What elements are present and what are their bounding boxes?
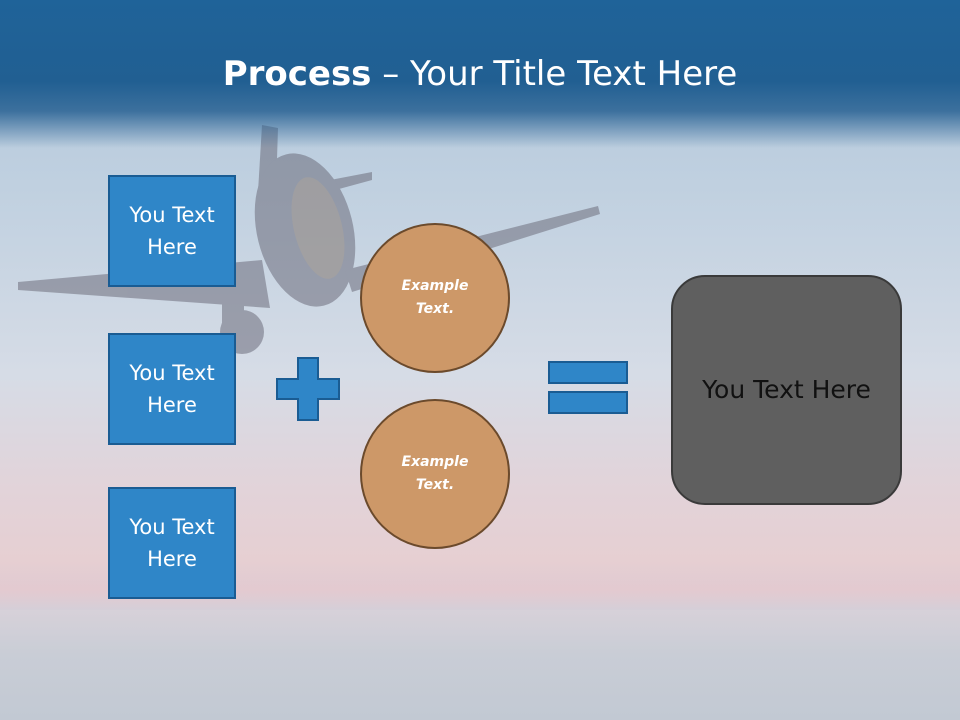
input-box-2: You Text Here — [108, 333, 236, 445]
example-circle-1: Example Text. — [360, 223, 510, 373]
input-box-3-label: You Text Here — [129, 515, 215, 571]
title-bar — [0, 0, 960, 148]
plus-icon — [276, 357, 340, 421]
title-rest: – Your Title Text Here — [371, 54, 738, 94]
slide-title: Process – Your Title Text Here — [0, 52, 960, 96]
result-box: You Text Here — [671, 275, 902, 505]
input-box-2-label: You Text Here — [129, 361, 215, 417]
input-box-3: You Text Here — [108, 487, 236, 599]
example-circle-1-label: Example Text. — [401, 278, 469, 317]
example-circle-2-label: Example Text. — [401, 454, 469, 493]
example-circle-2: Example Text. — [360, 399, 510, 549]
airplane-image — [18, 125, 600, 354]
input-box-1: You Text Here — [108, 175, 236, 287]
sea-background — [0, 610, 960, 720]
input-box-1-label: You Text Here — [129, 203, 215, 259]
result-box-label: You Text Here — [702, 375, 871, 404]
title-bold: Process — [222, 54, 372, 94]
equals-icon — [548, 361, 628, 414]
